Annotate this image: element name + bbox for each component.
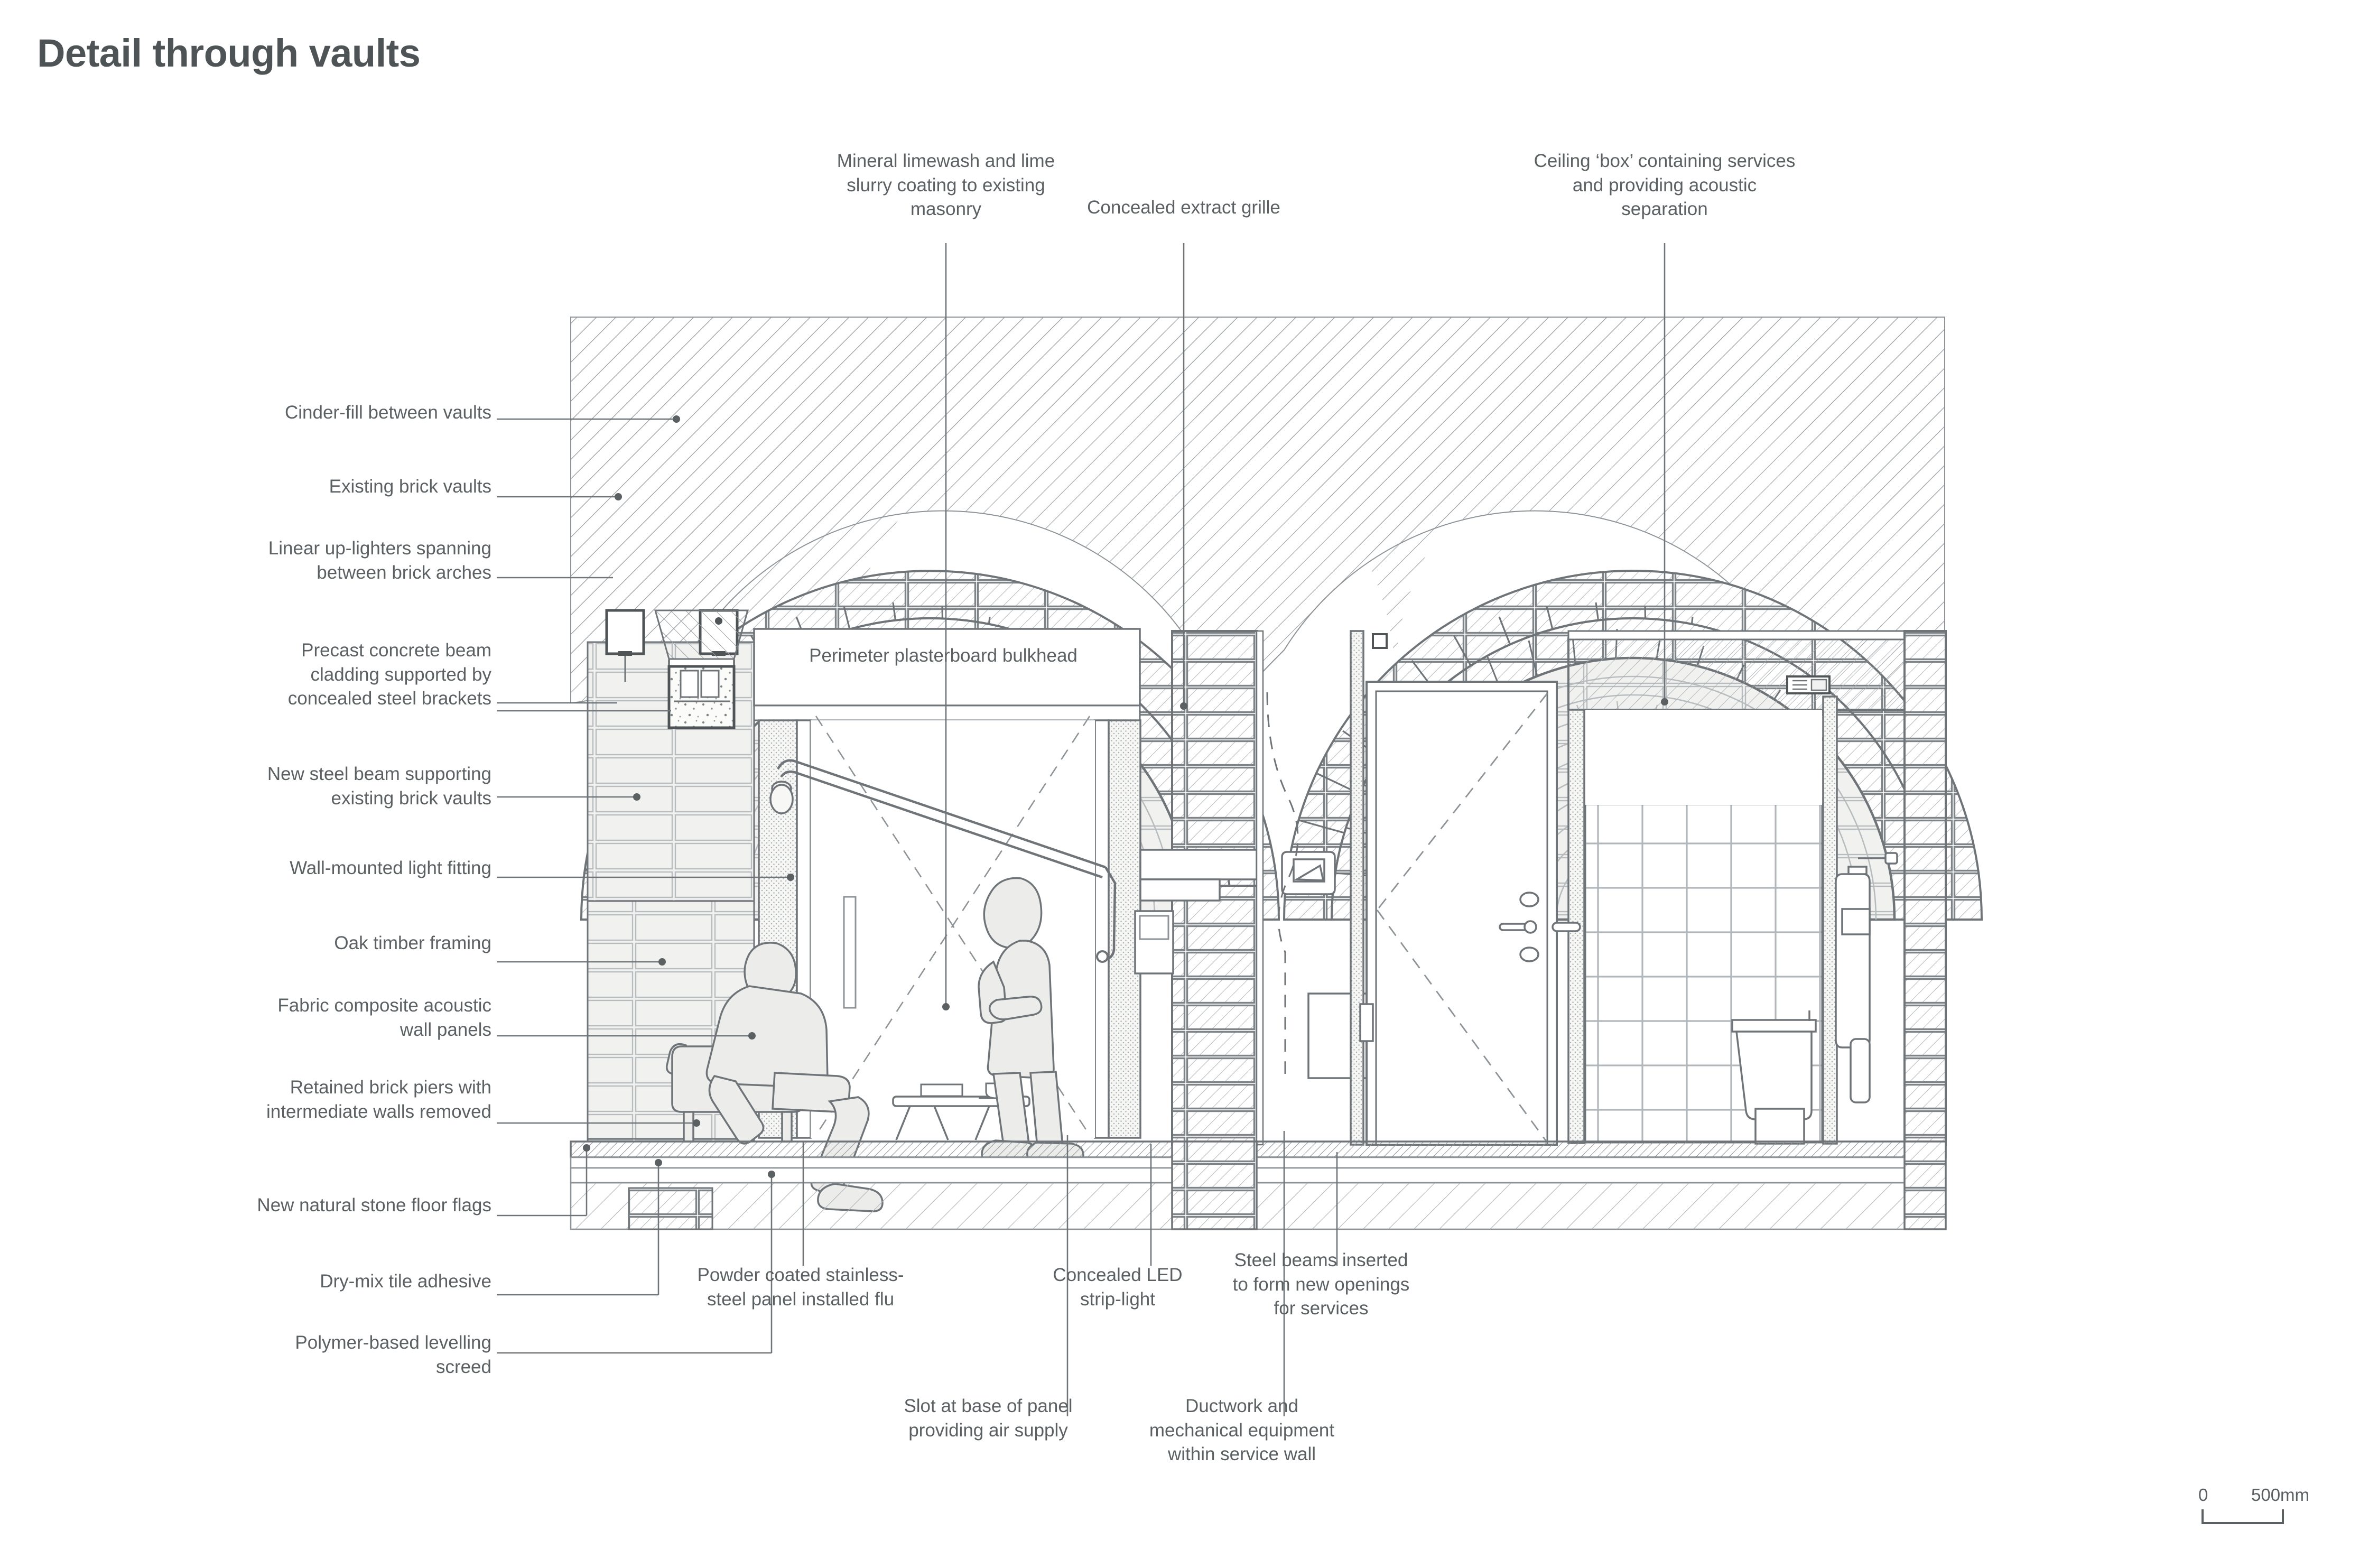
wc-pan [1731, 1010, 1817, 1145]
annotation-steel-beams-openings: Steel beams inserted to form new opening… [1232, 1250, 1410, 1319]
annotation-mineral-limewash: Mineral limewash and lime slurry coating… [837, 151, 1055, 219]
annotation-concealed-led-striplight: Concealed LED strip-light [1053, 1265, 1183, 1310]
scale-end-label: 500mm [2251, 1485, 2310, 1505]
room-living [666, 628, 1141, 1212]
floor-buildup [570, 1140, 1947, 1230]
scale-bar: 0 500mm [2198, 1485, 2325, 1529]
scale-bar-graphic [2201, 1509, 2284, 1524]
annotation-ductwork-service-wall: Ductwork and mechanical equipment within… [1149, 1396, 1335, 1464]
annotation-cinder-fill: Cinder-fill between vaults [284, 402, 491, 423]
annotation-new-steel-beam: New steel beam supporting existing brick… [267, 764, 491, 809]
annotation-oak-timber-framing: Oak timber framing [334, 933, 491, 953]
annotation-existing-brick-vaults: Existing brick vaults [329, 476, 491, 497]
annotation-retained-brick-piers: Retained brick piers with intermediate w… [266, 1077, 491, 1122]
door-handle [1499, 920, 1537, 934]
lamp-bulb [769, 781, 794, 814]
annotation-ceiling-box: Ceiling ‘box’ containing services and pr… [1534, 151, 1796, 219]
tile-adhesive [570, 1156, 1947, 1169]
annotation-fabric-acoustic-panels: Fabric composite acoustic wall panels [277, 995, 491, 1040]
floor-substrate [570, 1182, 1947, 1230]
annotation-polymer-levelling-screed: Polymer-based levelling screed [295, 1332, 491, 1377]
page-title: Detail through vaults [37, 31, 421, 75]
leader-lines [497, 243, 1668, 1416]
annotation-concealed-extract-grille: Concealed extract grille [1087, 197, 1280, 218]
annotation-dry-mix-tile-adhesive: Dry-mix tile adhesive [320, 1271, 491, 1292]
annotation-powder-coated-flu: Powder coated stainless-steel panel inst… [697, 1265, 904, 1310]
door [1359, 681, 1558, 1146]
concealed-cistern [1835, 852, 1898, 1103]
annotation-slot-air-supply: Slot at base of panel providing air supp… [904, 1396, 1073, 1441]
annotation-new-stone-floor-flags: New natural stone floor flags [257, 1195, 491, 1216]
annotation-wall-mounted-light: Wall-mounted light fitting [290, 858, 491, 878]
standing-figure [978, 877, 1084, 1165]
levelling-screed [570, 1167, 1947, 1184]
service-wall [1134, 630, 1388, 1146]
annotation-precast-concrete-cladding: Precast concrete beam cladding supported… [287, 640, 491, 709]
ductwork [1139, 849, 1336, 902]
ceiling-box [1567, 637, 1906, 711]
wall-light [777, 759, 1117, 962]
bathroom-door-handle [1552, 922, 1581, 932]
door-lock [1519, 892, 1539, 907]
stone-floor-flags [570, 1140, 1947, 1158]
annotation-linear-up-lighters: Linear up-lighters spanning between bric… [268, 538, 491, 583]
scale-start-label: 0 [2198, 1485, 2208, 1505]
label-perimeter-bulkhead: Perimeter plasterboard bulkhead [809, 645, 1077, 666]
